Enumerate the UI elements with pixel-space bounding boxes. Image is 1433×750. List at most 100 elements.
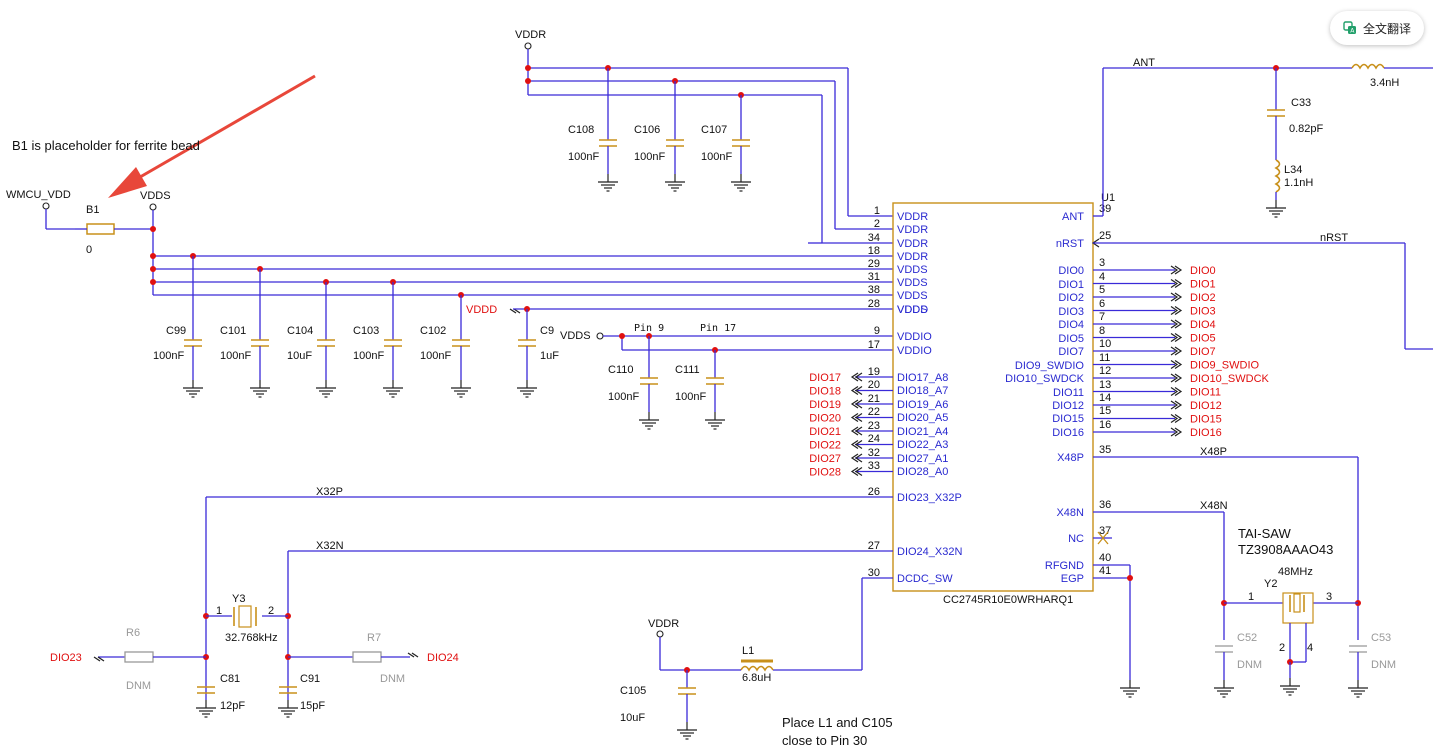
net-dio0: DIO0 [1190,265,1216,277]
net-ant: ANT [1133,57,1155,69]
r6-value: DNM [126,680,151,692]
ferrite-note: B1 is placeholder for ferrite bead [12,138,200,153]
y2-partnumber: TZ3908AAAO43 [1238,542,1333,557]
u1-pin-number: 17 [868,339,880,351]
net-vddd: VDDD [466,304,497,316]
nc-gnd-section [1093,531,1141,698]
y3-ref: Y3 [232,593,245,605]
c91-ref: C91 [300,673,320,685]
u1-pin-number: 23 [868,420,880,432]
c81-ref: C81 [220,673,240,685]
c52-value: DNM [1237,659,1262,671]
net-dio21: DIO21 [809,426,841,438]
u1-pin-number: 16 [1099,419,1111,431]
net-dio1: DIO1 [1190,279,1216,291]
place-note-line2: close to Pin 30 [782,733,867,748]
c107-ref: C107 [701,124,727,136]
c103-value: 100nF [353,350,384,362]
y2-maker: TAI-SAW [1238,526,1291,541]
u1-pin-name: DIO28_A0 [897,466,948,478]
b1-section: WMCU_VDD B1 0 VDDS [6,189,171,295]
l1-ref: L1 [742,645,754,657]
y2-pin1: 1 [1248,591,1254,603]
u1-pin-name: VDDR [897,251,928,263]
u1-pin-name: DIO0 [1058,265,1084,277]
c52-ref: C52 [1237,632,1257,644]
net-wmcu-vdd: WMCU_VDD [6,189,71,201]
pin17-label: Pin 17 [700,323,736,334]
u1-pin-name: DIO2 [1058,292,1084,304]
u1-pin-name: DIO10_SWDCK [1005,373,1085,385]
u1-pin-number: 28 [868,298,880,310]
u1-pin-name: DIO9_SWDIO [1015,360,1085,372]
u1-pin-name: DIO3 [1058,306,1084,318]
u1-right-nets: DIO0DIO1DIO2DIO3DIO4DIO5DIO7DIO9_SWDIODI… [1093,265,1270,439]
net-dio20: DIO20 [809,413,841,425]
svg-text:A: A [1350,28,1355,35]
net-dio28: DIO28 [809,467,841,479]
u1-pin-name: DIO20_A5 [897,412,948,424]
net-dio24: DIO24 [427,652,459,664]
u1-pin-name: X48N [1056,507,1084,519]
c101-ref: C101 [220,325,246,337]
c106-value: 100nF [634,151,665,163]
b1-value: 0 [86,244,92,256]
u1-pin-name: ANT [1062,211,1084,223]
net-dio15: DIO15 [1190,414,1222,426]
u1-pin-number: 1 [874,205,880,217]
y3-value: 32.768kHz [225,632,278,644]
u1-pin-number: 4 [1099,271,1105,283]
net-x48n: X48N [1200,500,1228,512]
annotation-arrow [108,74,316,198]
net-dio10_swdck: DIO10_SWDCK [1190,373,1270,385]
y2-crystal [1282,592,1314,624]
x32-section: X32P X32N Y3 32.768kHz 1 2 C81 12pF C91 … [50,486,893,718]
u1-pin-number: 29 [868,258,880,270]
u1-pin-name: DIO23_X32P [897,492,962,504]
u1-pin-number: 30 [868,567,880,579]
net-dio16: DIO16 [1190,427,1222,439]
c107-value: 100nF [701,151,732,163]
c81-value: 12pF [220,700,245,712]
net-dio5: DIO5 [1190,333,1216,345]
u1-pin-number: 31 [868,271,880,283]
translate-button[interactable]: A 全文翻译 [1330,11,1424,45]
vddd-section: VDDD C9 1uF [466,304,893,398]
net-dio18: DIO18 [809,386,841,398]
pin9-label: Pin 9 [634,323,664,334]
u1-pin-name: DIO15 [1052,413,1084,425]
net-dio23: DIO23 [50,652,82,664]
c101-value: 100nF [220,350,251,362]
u1-pin-name: DIO12 [1052,400,1084,412]
u1-pin-number: 21 [868,393,880,405]
u1-pin-name: DIO5 [1058,333,1084,345]
u1-pin-number: 22 [868,406,880,418]
u1-pin-name: VDDD [897,304,928,316]
c99-value: 100nF [153,350,184,362]
l1-inductor [740,665,774,672]
u1-body [892,202,1094,592]
u1-pin-name: VDDR [897,238,928,250]
c53-value: DNM [1371,659,1396,671]
u1-pin-number: 40 [1099,552,1111,564]
u1-pin-number: 26 [868,486,880,498]
u1-pin-name: DIO24_X32N [897,546,962,558]
c104-value: 10uF [287,350,312,362]
u1-pin-name: DIO21_A4 [897,426,948,438]
c102-ref: C102 [420,325,446,337]
r7-resistor [352,651,382,663]
y3-pin2: 2 [268,605,274,617]
u1-pin-number: 33 [868,460,880,472]
x48-section: X48P X48N 1 3 2 4 Y2 48MHz TAI-SAW TZ390… [1093,446,1396,698]
u1-pin-number: 18 [868,245,880,257]
vdds-decoupling: C99 100nF C101 100nF C104 10uF C103 100n… [153,256,472,398]
translate-label: 全文翻译 [1362,21,1411,36]
u1-pin-name: VDDR [897,224,928,236]
u1-pin-name: DCDC_SW [897,573,953,585]
lant-value: 3.4nH [1370,77,1399,89]
c111-value: 100nF [675,391,706,403]
u1-pin-number: 38 [868,284,880,296]
net-dio3: DIO3 [1190,306,1216,318]
